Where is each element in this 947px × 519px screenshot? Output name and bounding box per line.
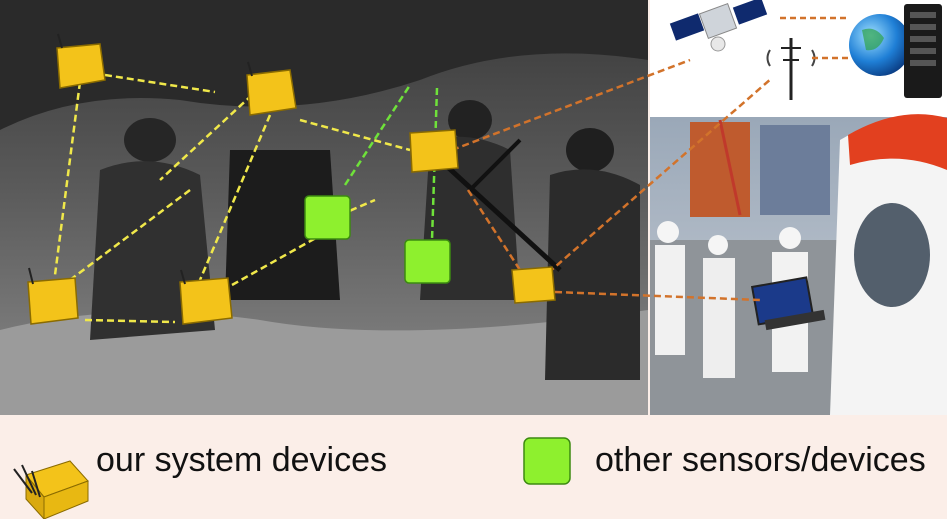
workers-photo (650, 114, 947, 415)
system-devices-label: our system devices (96, 441, 387, 479)
server-icon (904, 4, 942, 98)
system-device-icon (13, 460, 89, 519)
radio-tower-icon (766, 38, 816, 100)
system-device-icon (27, 267, 79, 325)
other-devices-label: other sensors/devices (595, 441, 926, 479)
other-device-icon (404, 239, 451, 284)
system-device-icon (511, 266, 556, 304)
system-device-icon (56, 33, 106, 89)
globe-icon (849, 14, 911, 76)
other-device-icon (304, 195, 351, 240)
system-device-icon (246, 61, 297, 116)
legend: our system devices other sensors/devices (0, 415, 947, 519)
uplink-lines (451, 58, 773, 302)
laptop-icon (750, 276, 826, 331)
system-device-icon (179, 269, 233, 325)
scene-illustration (0, 0, 947, 415)
system-device-icon (409, 129, 459, 173)
sensor-links (343, 84, 439, 241)
other-device-icon (523, 437, 571, 485)
satellite-icon (669, 0, 768, 52)
comms-panel (650, 0, 947, 117)
